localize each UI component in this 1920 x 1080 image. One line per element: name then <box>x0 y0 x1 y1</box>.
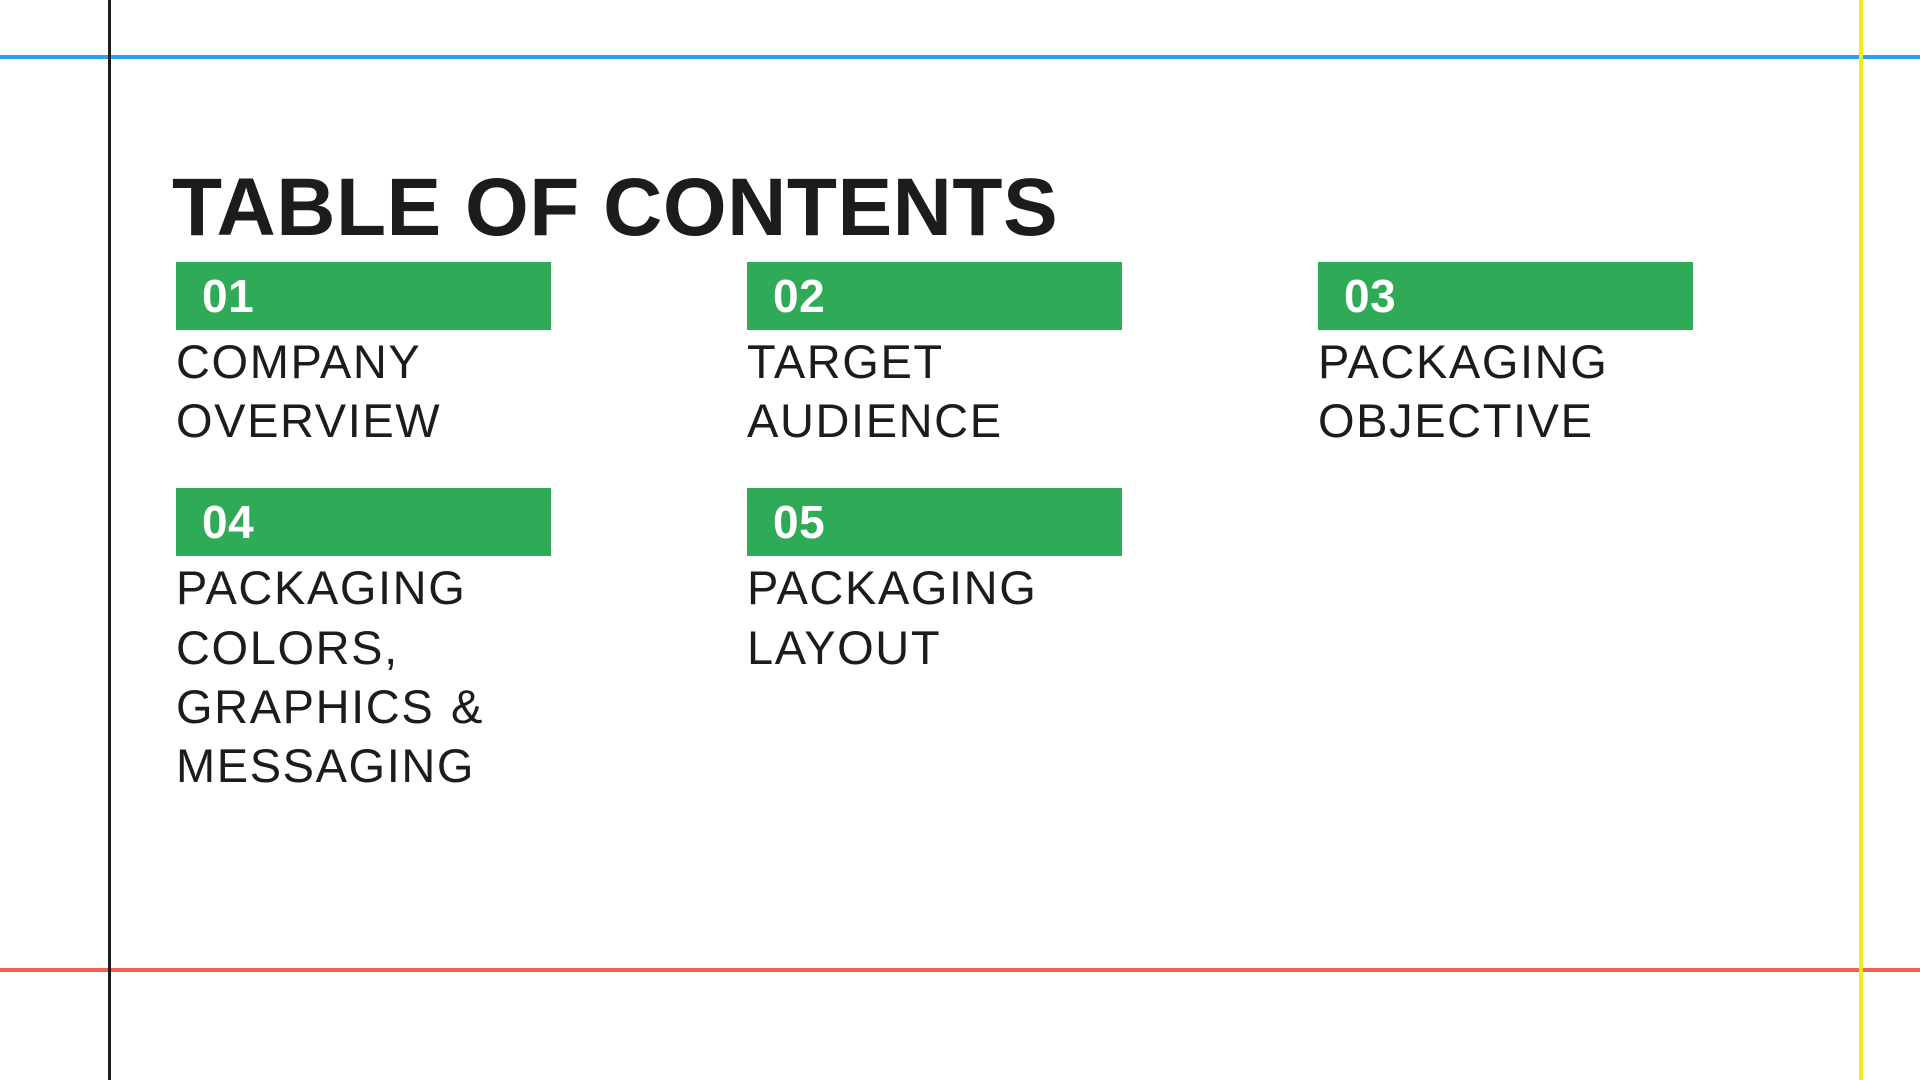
toc-number-01: 01 <box>202 270 255 322</box>
table-of-contents-grid: 01 COMPANY OVERVIEW 02 TARGET AUDIENCE 0… <box>176 262 1736 795</box>
toc-badge-05: 05 <box>747 488 1122 557</box>
guide-line-vertical-black <box>108 0 111 1080</box>
toc-badge-02: 02 <box>747 262 1122 330</box>
toc-item-02[interactable]: 02 TARGET AUDIENCE <box>747 262 1122 450</box>
toc-item-05[interactable]: 05 PACKAGING LAYOUT <box>747 488 1122 795</box>
page-title: TABLE OF CONTENTS <box>172 161 1059 253</box>
toc-badge-01: 01 <box>176 262 551 330</box>
toc-item-01[interactable]: 01 COMPANY OVERVIEW <box>176 262 551 450</box>
guide-line-horizontal-red <box>0 968 1920 972</box>
toc-label-01: COMPANY OVERVIEW <box>176 335 442 448</box>
toc-row-1: 01 COMPANY OVERVIEW 02 TARGET AUDIENCE 0… <box>176 262 1736 450</box>
guide-line-vertical-yellow <box>1859 0 1863 1080</box>
toc-number-02: 02 <box>773 270 826 322</box>
toc-item-03[interactable]: 03 PACKAGING OBJECTIVE <box>1318 262 1693 450</box>
toc-label-04: PACKAGING COLORS, GRAPHICS & MESSAGING <box>176 561 484 793</box>
toc-number-05: 05 <box>773 496 826 549</box>
guide-line-horizontal-blue <box>0 55 1920 59</box>
toc-item-04[interactable]: 04 PACKAGING COLORS, GRAPHICS & MESSAGIN… <box>176 488 551 795</box>
toc-label-05: PACKAGING LAYOUT <box>747 561 1038 674</box>
toc-number-03: 03 <box>1344 270 1397 322</box>
toc-label-03: PACKAGING OBJECTIVE <box>1318 335 1609 448</box>
toc-number-04: 04 <box>202 496 255 549</box>
toc-badge-03: 03 <box>1318 262 1693 330</box>
toc-row-2: 04 PACKAGING COLORS, GRAPHICS & MESSAGIN… <box>176 488 1736 795</box>
toc-label-02: TARGET AUDIENCE <box>747 335 1003 448</box>
toc-badge-04: 04 <box>176 488 551 557</box>
